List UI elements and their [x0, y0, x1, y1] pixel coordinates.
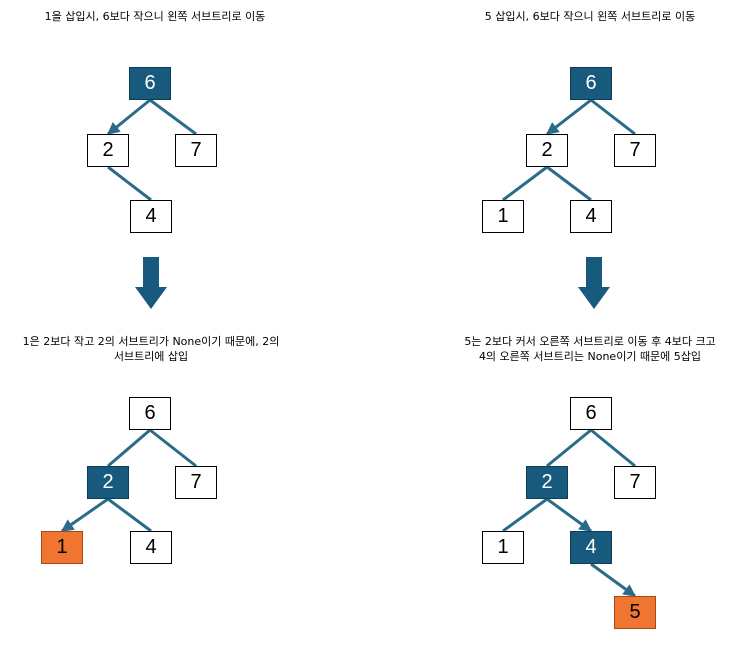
tree-node-panel-2-1: 1	[482, 200, 524, 233]
edge-panel-1-2-to-4	[107, 165, 152, 202]
caption-line: 1은 2보다 작고 2의 서브트리가 None이기 때문에, 2의	[22, 335, 280, 348]
caption-line: 5 삽입시, 6보다 작으니 왼쪽 서브트리로 이동	[484, 10, 696, 23]
tree-node-panel-2-6: 6	[570, 67, 612, 100]
big-down-arrow-left	[135, 257, 167, 309]
tree-node-panel-1-7: 7	[175, 134, 217, 167]
tree-node-panel-1-4: 4	[130, 200, 172, 233]
edge-panel-3-2-to-4	[107, 497, 152, 533]
edge-panel-1-6-to-2-arrow	[107, 98, 151, 136]
tree-node-panel-3-6: 6	[129, 397, 171, 430]
tree-node-panel-4-7: 7	[614, 466, 656, 499]
edge-panel-4-2-to-4-arrow	[546, 497, 593, 533]
tree-node-panel-4-4: 4	[570, 531, 612, 564]
edge-panel-4-6-to-2	[546, 428, 592, 468]
tree-node-panel-1-2: 2	[87, 134, 129, 167]
caption-line: 4의 오른쪽 서브트리는 None이기 때문에 5삽입	[478, 350, 702, 363]
edge-panel-4-2-to-1	[502, 497, 548, 533]
tree-node-panel-1-6: 6	[129, 67, 171, 100]
edge-panel-3-6-to-2	[107, 428, 151, 468]
edge-panel-3-6-to-7	[149, 428, 197, 468]
tree-node-panel-3-7: 7	[175, 466, 217, 499]
tree-node-panel-3-1-inserted: 1	[41, 531, 83, 564]
tree-node-panel-2-7: 7	[614, 134, 656, 167]
tree-node-panel-3-4: 4	[130, 531, 172, 564]
edge-panel-3-2-to-1-arrow	[60, 497, 109, 533]
caption-line: 1을 삽입시, 6보다 작으니 왼쪽 서브트리로 이동	[44, 10, 266, 23]
tree-node-panel-4-2: 2	[526, 466, 568, 499]
edge-panel-2-6-to-7	[590, 98, 636, 136]
edge-panel-1-6-to-7	[149, 98, 197, 136]
edge-panel-4-4-to-5-arrow	[590, 562, 637, 598]
tree-node-panel-2-2: 2	[526, 134, 568, 167]
tree-node-panel-3-2: 2	[87, 466, 129, 499]
caption-line: 서브트리에 삽입	[113, 350, 189, 363]
caption-line: 5는 2보다 커서 오른쪽 서브트리로 이동 후 4보다 크고	[464, 335, 716, 348]
caption-panel-3: 1은 2보다 작고 2의 서브트리가 None이기 때문에, 2의 서브트리에 …	[0, 334, 302, 364]
caption-panel-2: 5 삽입시, 6보다 작으니 왼쪽 서브트리로 이동	[455, 9, 725, 24]
caption-panel-4: 5는 2보다 커서 오른쪽 서브트리로 이동 후 4보다 크고 4의 오른쪽 서…	[430, 334, 750, 364]
edge-panel-2-2-to-1	[502, 165, 548, 202]
edge-panel-2-2-to-4	[546, 165, 592, 202]
tree-node-panel-4-1: 1	[482, 531, 524, 564]
caption-panel-1: 1을 삽입시, 6보다 작으니 왼쪽 서브트리로 이동	[20, 9, 290, 24]
edge-panel-2-6-to-2-arrow	[546, 98, 592, 136]
tree-node-panel-4-6: 6	[570, 397, 612, 430]
tree-node-panel-2-4: 4	[570, 200, 612, 233]
edge-panel-4-6-to-7	[590, 428, 636, 468]
tree-node-panel-4-5-inserted: 5	[614, 596, 656, 629]
big-down-arrow-right	[578, 257, 610, 309]
